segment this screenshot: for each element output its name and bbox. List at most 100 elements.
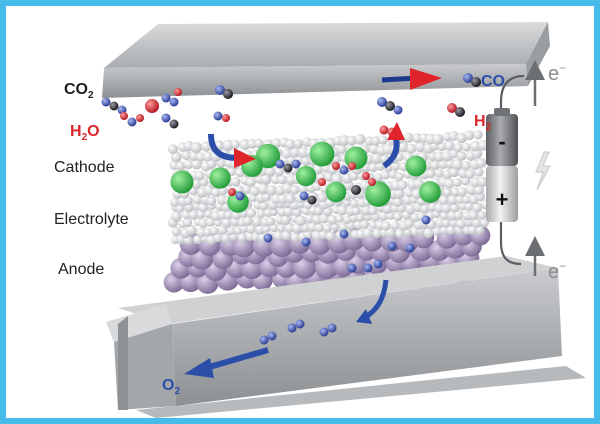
cathode-particle	[192, 194, 203, 205]
oxygen-atom	[161, 113, 171, 123]
cathode-particle	[261, 192, 272, 202]
anode-label: Anode	[58, 261, 104, 278]
electrolyte-particle	[198, 202, 209, 213]
lightning-bolt-icon	[535, 151, 551, 191]
electrolyte-particle	[323, 223, 332, 233]
electrolyte-particle	[252, 216, 263, 227]
electrolyte-particle	[265, 216, 276, 226]
electrolyte-particle	[325, 231, 336, 241]
cathode-particle	[462, 142, 471, 152]
cathode-particle	[277, 193, 289, 205]
oxide-ion	[387, 241, 397, 251]
electrolyte-particle	[423, 227, 434, 239]
cathode-particle	[289, 146, 301, 158]
hydrogen-atom	[136, 114, 144, 122]
cathode-particle	[201, 141, 212, 152]
cathode-particle	[282, 148, 292, 159]
oxygen-atom	[299, 191, 309, 201]
hydrogen-atom	[379, 125, 389, 135]
electrolyte-particle	[355, 212, 365, 222]
o2-out-arrow	[205, 347, 269, 371]
electrolyte-particle	[455, 194, 465, 204]
electrolyte-particle	[362, 228, 374, 239]
electrolyte-particle	[432, 227, 442, 236]
electrolyte-particle	[171, 226, 182, 237]
hydrogen-atom	[332, 162, 340, 170]
electrolyte-particle	[295, 215, 307, 227]
cathode-particle	[274, 166, 284, 177]
cathode-particle	[473, 167, 484, 177]
cathode-particle	[456, 132, 467, 144]
electrolyte-particle	[251, 232, 260, 242]
cathode-particle	[270, 175, 281, 185]
hydrogen-atom	[447, 103, 457, 113]
electrolyte-particle	[170, 211, 182, 222]
cathode-particle	[298, 146, 309, 158]
cathode-particle	[444, 140, 455, 151]
electrolyte-particle	[273, 230, 284, 241]
cathode-particle	[442, 187, 453, 197]
cathode-catalyst-particle	[295, 165, 317, 187]
cathode-particle	[476, 157, 487, 168]
cathode-particle	[196, 152, 206, 162]
electrolyte-particle	[351, 206, 361, 216]
cathode-particle	[456, 151, 467, 161]
cathode-particle	[397, 180, 408, 190]
electrolyte-particle	[246, 208, 257, 218]
cathode-particle	[336, 144, 347, 155]
cathode-particle	[452, 178, 462, 188]
cathode-particle	[222, 139, 234, 151]
electrolyte-particle	[440, 202, 452, 214]
electrolyte-particle	[338, 222, 348, 232]
cathode-in-arrow	[208, 133, 239, 161]
cathode-particle	[403, 132, 414, 143]
electrolyte-particle	[188, 209, 199, 220]
electron-label-bottom: e−	[548, 259, 566, 283]
electrolyte-particle	[446, 225, 456, 235]
cathode-particle	[354, 133, 366, 145]
cathode-particle	[324, 172, 334, 182]
electrolyte-particle	[477, 210, 487, 220]
oxide-ion	[339, 229, 349, 239]
electrolyte-particle	[447, 194, 459, 206]
cathode-particle	[453, 142, 463, 153]
cathode-particle	[465, 169, 475, 179]
electrolyte-particle	[314, 222, 325, 233]
electrolyte-particle	[404, 219, 414, 229]
electrolyte-particle	[368, 220, 378, 230]
electrolyte-particle	[372, 228, 383, 239]
cathode-particle	[434, 151, 445, 162]
cathode-particle	[464, 130, 475, 141]
cathode-in-arrowhead	[234, 148, 256, 168]
h2o-label: H2O	[70, 123, 100, 143]
electrolyte-particle	[480, 218, 490, 228]
electrolyte-particle	[472, 202, 483, 213]
cathode-out-arrow	[382, 137, 400, 169]
electrolyte-particle	[303, 230, 313, 239]
cathode-particle	[371, 152, 383, 164]
electrolyte-particle	[337, 205, 348, 216]
electrolyte-particle	[281, 230, 292, 241]
diagram-frame: - + e− e− Cathode Electrolyte Anode CO2 …	[6, 6, 594, 418]
electrolyte-particle	[204, 209, 213, 219]
electrolyte-particle	[290, 232, 300, 242]
cathode-particle	[258, 183, 270, 195]
cathode-out-arrowhead	[387, 122, 405, 140]
cathode-particle	[371, 136, 381, 146]
cathode-particle	[271, 138, 282, 148]
oxygen-atom	[339, 165, 349, 175]
electrolyte-particle	[462, 195, 471, 204]
cathode-particle	[285, 139, 296, 150]
electrolyte-particle	[335, 214, 344, 224]
cathode-particle	[211, 187, 221, 198]
oxide-ion	[347, 263, 357, 273]
electrolyte-particle	[359, 219, 370, 230]
electrolyte-particle	[259, 201, 269, 211]
cathode-particle	[313, 164, 324, 175]
hydrogen-atom	[318, 178, 326, 186]
cathode-particle	[347, 135, 357, 146]
cathode-particle	[406, 143, 417, 154]
oxide-ion	[287, 323, 297, 333]
oxygen-atom	[213, 111, 223, 121]
cathode-particle	[373, 172, 383, 182]
